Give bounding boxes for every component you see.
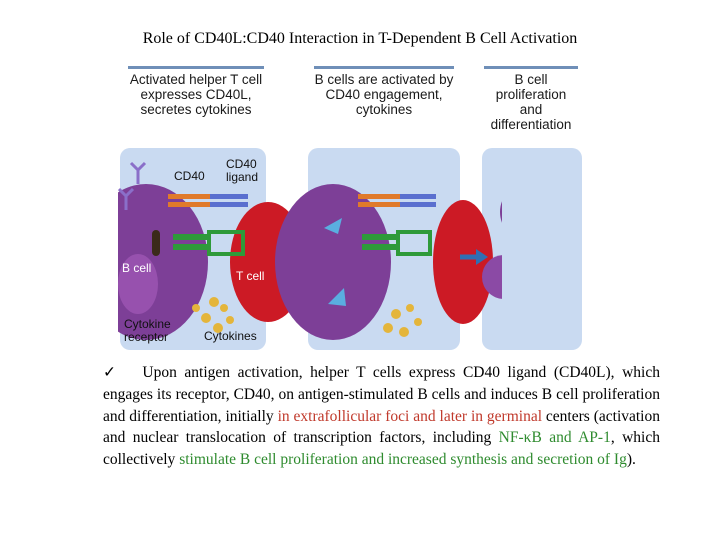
b-cell-shape: [275, 184, 391, 340]
arrow-2-head: [476, 249, 488, 265]
tcr-complex: [173, 234, 209, 240]
desc-segment-4: NF-κB and AP-1: [498, 429, 611, 447]
panel-2-art: [275, 184, 493, 340]
page-title: Role of CD40L:CD40 Interaction in T-Depe…: [142, 30, 578, 47]
panel-3-background: [482, 148, 582, 350]
cd40-receptor: [168, 202, 210, 207]
label-cytokines: Cytokines: [204, 329, 257, 343]
checkmark-icon: ✓: [103, 364, 120, 381]
desc-segment-6: stimulate B cell proliferation and incre…: [179, 451, 627, 469]
label-cd40: CD40: [174, 169, 205, 183]
diagram-art: [118, 161, 502, 340]
tcr-complex: [173, 244, 209, 250]
desc-segment-3: centers (activation and nuclear transloc…: [103, 407, 660, 447]
desc-segment-7: ).: [626, 451, 636, 469]
desc-segment-2: in extrafollicular foci and later in ger…: [277, 407, 543, 425]
b-cell-nucleus: [118, 254, 158, 314]
receptor-capsule: [152, 230, 160, 256]
cd40-ligand-receptor: [210, 194, 248, 199]
panel-3-art: [482, 201, 502, 299]
desc-segment-1: Upon antigen activation, helper T cells …: [103, 364, 660, 425]
signal-arrow: [324, 218, 342, 234]
cd40-receptor: [168, 194, 210, 199]
label-t-cell: T cell: [236, 269, 265, 283]
diagram-figure: Activated helper T cell expresses CD40L,…: [118, 62, 582, 352]
panel-heading-2: B cells are activated by CD40 engagement…: [314, 66, 454, 140]
t-cell-shape: [433, 200, 493, 324]
description-paragraph: ✓ Upon antigen activation, helper T cell…: [103, 362, 660, 471]
label-cd40-ligand: CD40 ligand: [226, 157, 259, 184]
cd40-ligand-receptor: [210, 202, 248, 207]
panel-heading-3: B cell proliferation and differentiation: [484, 66, 578, 140]
desc-segment-5: , which collectively: [103, 429, 660, 469]
signal-arrow: [328, 288, 346, 306]
mhc-complex: [207, 230, 245, 256]
label-b-cell: B cell: [122, 261, 152, 275]
panel-heading-1: Activated helper T cell expresses CD40L,…: [128, 66, 264, 140]
label-cytokine-receptor: Cytokine receptor: [124, 317, 171, 344]
